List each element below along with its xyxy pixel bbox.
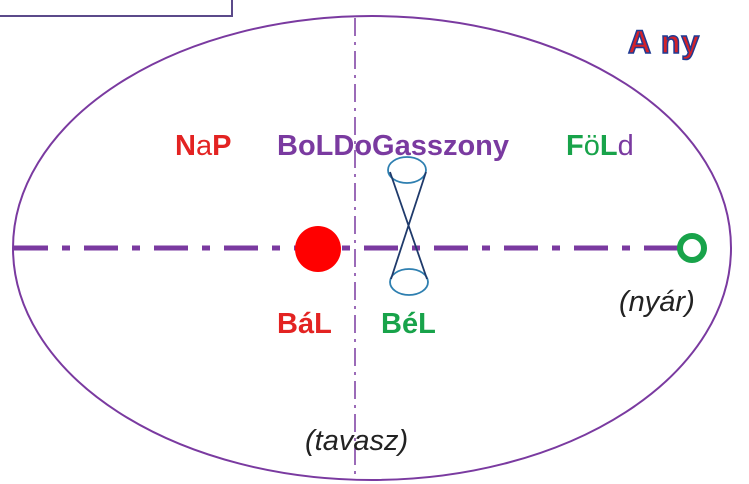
label-nap: NaP (175, 130, 232, 162)
label-fold: FöLd (566, 130, 634, 162)
label-nyar: (nyár) (619, 286, 695, 318)
corner-box (0, 0, 233, 17)
orbit-ellipse (12, 15, 732, 481)
label-bal: BáL (277, 308, 332, 340)
label-boldogasszony: BoLDoGasszony (277, 130, 510, 162)
upper-cone-rim (387, 156, 427, 184)
label-bel: BéL (381, 308, 436, 340)
sun-disc (295, 226, 341, 272)
precession-cone-icon (387, 156, 429, 296)
earth-ring (677, 233, 707, 263)
slide-title: A ny (627, 23, 701, 61)
label-tavasz: (tavasz) (305, 425, 409, 457)
lower-cone-rim (389, 268, 429, 296)
